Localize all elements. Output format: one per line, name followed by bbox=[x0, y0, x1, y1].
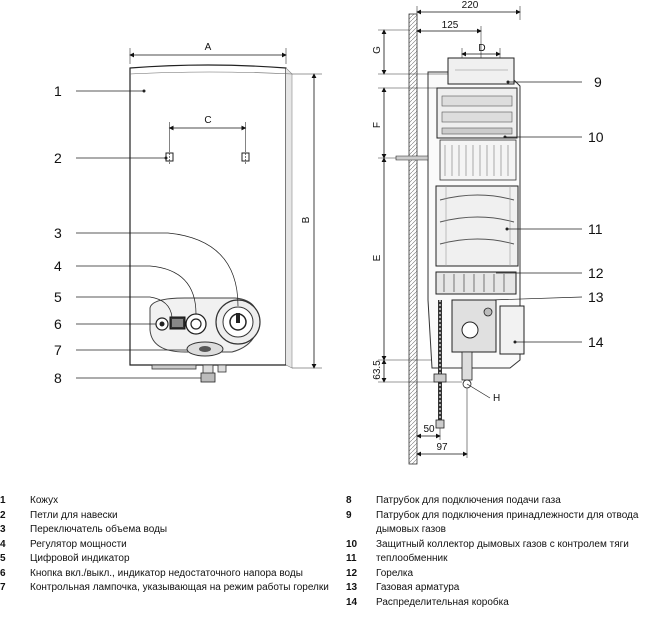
dim-50: 50 bbox=[423, 424, 435, 435]
dim-g: G bbox=[372, 46, 383, 54]
callout-12: 12 bbox=[588, 265, 604, 281]
dim-a: A bbox=[205, 42, 212, 53]
mounting-wall bbox=[408, 13, 418, 465]
dim-97: 97 bbox=[436, 442, 448, 453]
callout-7: 7 bbox=[54, 342, 62, 358]
callout-14: 14 bbox=[588, 334, 604, 350]
callout-9: 9 bbox=[594, 74, 602, 90]
dim-220: 220 bbox=[462, 0, 479, 11]
gas-connection bbox=[200, 372, 216, 383]
callout-3: 3 bbox=[54, 225, 62, 241]
technical-drawing: A C B bbox=[54, 0, 604, 465]
dim-f: F bbox=[372, 122, 383, 128]
callout-10: 10 bbox=[588, 129, 604, 145]
side-view: 220 125 D G F E 63.5 50 97 bbox=[372, 0, 583, 465]
callout-1: 1 bbox=[54, 83, 62, 99]
callout-4: 4 bbox=[54, 258, 62, 274]
dim-63-5: 63.5 bbox=[372, 360, 383, 380]
callout-6: 6 bbox=[54, 316, 62, 332]
callout-numbers: 1 2 3 4 5 6 7 8 9 10 11 12 13 14 bbox=[54, 74, 604, 386]
callout-2: 2 bbox=[54, 150, 62, 166]
leader-lines-front bbox=[76, 90, 239, 379]
dim-h: H bbox=[493, 393, 500, 404]
callout-11: 11 bbox=[588, 221, 603, 237]
heat-exchanger bbox=[435, 185, 519, 267]
dim-e: E bbox=[372, 254, 383, 261]
dim-c: C bbox=[204, 115, 211, 126]
burner bbox=[435, 271, 517, 295]
callout-13: 13 bbox=[588, 289, 604, 305]
dim-d: D bbox=[478, 43, 485, 54]
control-panel bbox=[149, 297, 261, 357]
callout-5: 5 bbox=[54, 289, 62, 305]
flue-connector bbox=[447, 57, 515, 85]
bottom-connections bbox=[151, 364, 227, 383]
leader-lines-side bbox=[489, 81, 583, 343]
callout-8: 8 bbox=[54, 370, 62, 386]
front-view: A C B bbox=[76, 42, 322, 383]
dim-125: 125 bbox=[442, 20, 459, 31]
distribution-box bbox=[499, 305, 525, 355]
dim-b: B bbox=[301, 216, 312, 223]
